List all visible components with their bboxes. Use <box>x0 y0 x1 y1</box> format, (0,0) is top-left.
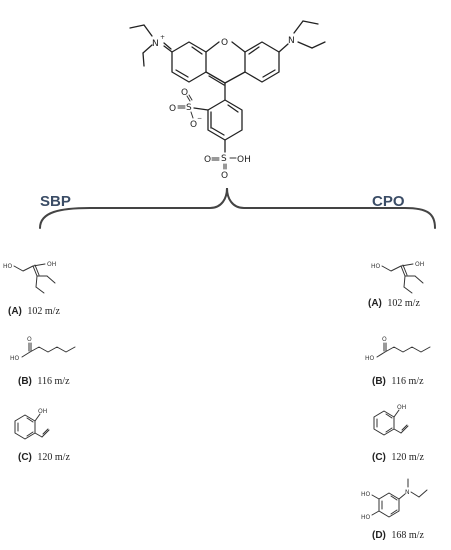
left-product-c-caption: (C) 120 m/z <box>18 452 70 463</box>
left-product-a-structure: HO OH <box>3 261 56 294</box>
right-amine-group: N <box>278 20 326 53</box>
pendant-benzene-ring <box>207 82 243 141</box>
left-c-oh-label: OH <box>38 408 47 415</box>
left-product-b-letter: (B) <box>18 376 32 387</box>
s2-oxygen-left: O <box>204 155 211 165</box>
enzyme-label-sbp: SBP <box>40 193 71 210</box>
s1-label: S <box>186 103 192 113</box>
left-product-b-caption: (B) 116 m/z <box>18 376 70 387</box>
xanthene-left-ring <box>171 41 207 83</box>
bridge-oxygen-label: O <box>221 38 228 48</box>
left-nitrogen-label: N <box>152 39 159 49</box>
left-product-c-mass: 120 m/z <box>37 452 70 463</box>
left-product-a-caption: (A) 102 m/z <box>8 306 60 317</box>
s2-oxygen-bottom: O <box>221 171 228 181</box>
left-product-b-mass: 116 m/z <box>37 376 70 387</box>
sulfonate-group-1: S O O O − <box>169 88 209 130</box>
right-a-oh-label: OH <box>415 261 424 268</box>
s2-label: S <box>221 154 227 164</box>
right-product-b-structure: O HO <box>365 336 431 362</box>
sulfonate-group-2: S O OH O <box>204 139 251 181</box>
right-product-c-letter: (C) <box>372 452 386 463</box>
right-product-d-letter: (D) <box>372 530 386 541</box>
right-product-a-mass: 102 m/z <box>387 298 420 309</box>
left-product-a-mass: 102 m/z <box>27 306 60 317</box>
right-d-n-label: N <box>405 489 410 496</box>
right-b-o-label: O <box>382 336 387 343</box>
left-product-c-letter: (C) <box>18 452 32 463</box>
right-product-d-structure: HO HO N <box>361 478 428 521</box>
left-product-b-structure: O HO <box>10 336 76 362</box>
left-b-o-label: O <box>27 336 32 343</box>
parent-molecule: O N + N <box>129 20 326 181</box>
left-amine-group: N + <box>129 24 173 67</box>
left-nitrogen-charge: + <box>160 34 165 41</box>
left-b-ho-label: HO <box>10 355 20 362</box>
right-d-ho-label-2: HO <box>361 514 371 521</box>
right-product-d-mass: 168 m/z <box>391 530 424 541</box>
right-product-b-mass: 116 m/z <box>391 376 424 387</box>
enzyme-label-cpo: CPO <box>372 193 405 210</box>
left-a-oh-label: OH <box>47 261 56 268</box>
left-product-c-structure: OH <box>14 408 50 440</box>
left-a-ho-label: HO <box>3 263 13 270</box>
right-product-a-caption: (A) 102 m/z <box>368 298 420 309</box>
xanthene-right-ring <box>244 41 280 83</box>
right-product-d-caption: (D) 168 m/z <box>372 530 424 541</box>
s1-oxygen-charge: − <box>197 115 202 122</box>
right-a-ho-label: HO <box>371 263 381 270</box>
right-product-a-letter: (A) <box>368 298 382 309</box>
right-d-ho-label-1: HO <box>361 491 371 498</box>
right-nitrogen-label: N <box>288 36 295 46</box>
left-product-a-letter: (A) <box>8 306 22 317</box>
right-b-ho-label: HO <box>365 355 375 362</box>
s1-oxygen-anion: O <box>190 120 197 130</box>
right-c-oh-label: OH <box>397 404 406 411</box>
right-product-a-structure: HO OH <box>371 261 424 294</box>
bracket-brace <box>39 187 436 229</box>
s1-oxygen-top: O <box>181 88 188 98</box>
s2-hydroxyl: OH <box>237 155 251 165</box>
right-product-c-structure: OH <box>373 404 409 436</box>
right-product-c-mass: 120 m/z <box>391 452 424 463</box>
xanthene-central-ring <box>205 41 246 86</box>
s1-oxygen-left: O <box>169 104 176 114</box>
right-product-b-caption: (B) 116 m/z <box>372 376 424 387</box>
right-product-b-letter: (B) <box>372 376 386 387</box>
right-product-c-caption: (C) 120 m/z <box>372 452 424 463</box>
